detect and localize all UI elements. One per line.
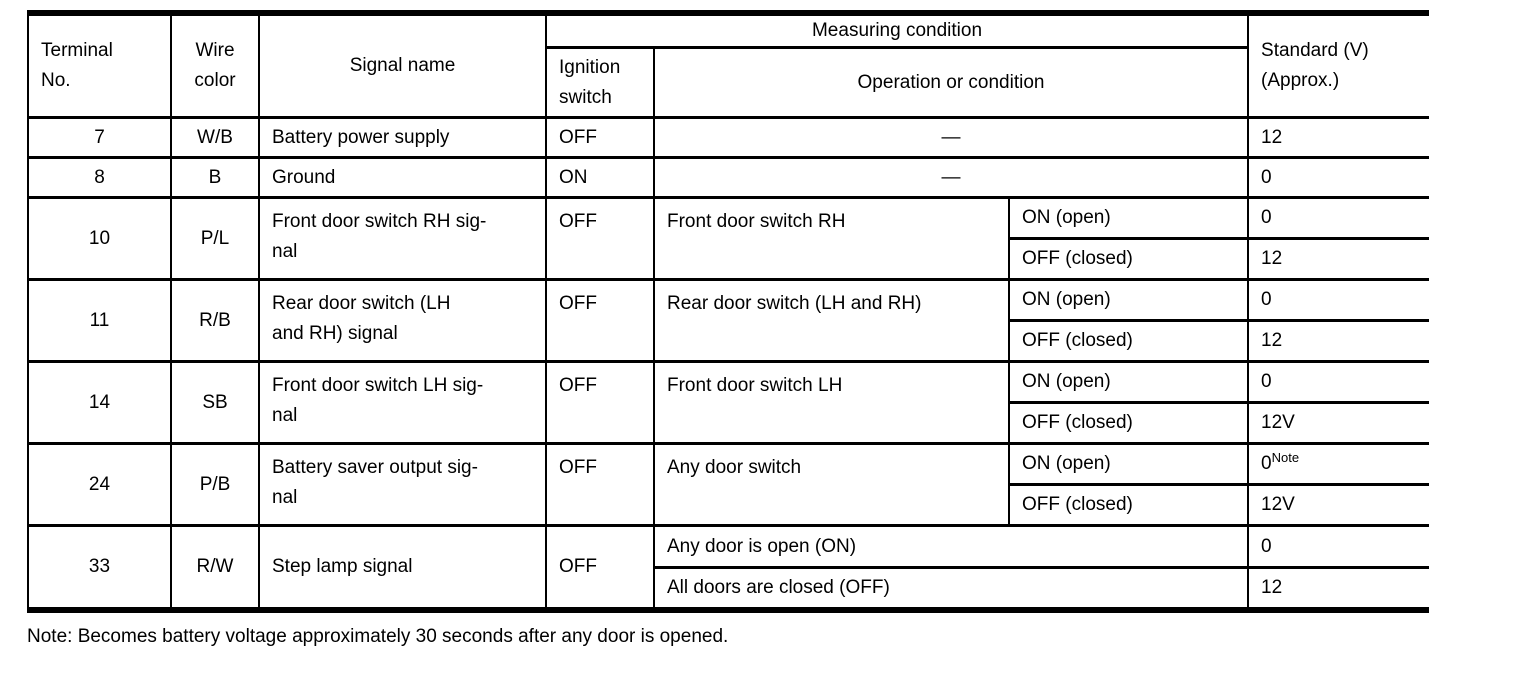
table-row: OFF (closed) 12V bbox=[28, 483, 1430, 527]
terminal-cell: 33 bbox=[27, 524, 172, 611]
condition-cell: ON (open) bbox=[1007, 360, 1250, 404]
ignition-switch-cell: OFF bbox=[545, 360, 655, 445]
condition-cell: OFF (closed) bbox=[1007, 483, 1250, 527]
standard-cell: 12 bbox=[1247, 116, 1430, 159]
table-row: All doors are closed (OFF) 12 bbox=[28, 566, 1430, 611]
standard-cell: 0 bbox=[1247, 196, 1430, 240]
header-row-sub: Ignition switch Operation or condition bbox=[28, 46, 1429, 119]
condition-cell: Any door is open (ON) bbox=[652, 524, 1250, 569]
table-row: 7 W/B Battery power supply OFF — 12 bbox=[27, 116, 1430, 159]
condition-cell: OFF (closed) bbox=[1007, 237, 1250, 281]
condition-cell: ON (open) bbox=[1007, 196, 1250, 240]
standard-cell: 12V bbox=[1247, 401, 1430, 445]
signal-name-cell: Ground bbox=[258, 156, 547, 199]
condition-cell: All doors are closed (OFF) bbox=[652, 566, 1250, 611]
dash-cell: — bbox=[652, 156, 1250, 199]
standard-cell: 12 bbox=[1247, 237, 1430, 281]
header-operation-or-condition: Operation or condition bbox=[652, 46, 1250, 119]
table-row: 24 P/B Battery saver output sig- nal OFF… bbox=[27, 442, 1430, 527]
condition-cell: ON (open) bbox=[1007, 442, 1250, 486]
standard-cell: 12 bbox=[1247, 566, 1430, 611]
terminal-specification-table: Terminal No. Wire color Signal name Meas… bbox=[27, 10, 1430, 613]
standard-cell: 0 bbox=[1247, 156, 1430, 199]
terminal-cell: 10 bbox=[27, 196, 172, 281]
wire-color-cell: SB bbox=[170, 360, 260, 445]
standard-value: 0 bbox=[1261, 453, 1272, 474]
wire-color-cell: P/B bbox=[170, 442, 260, 527]
table-row: 8 B Ground ON — 0 bbox=[27, 156, 1430, 199]
terminal-cell: 8 bbox=[27, 156, 172, 199]
header-row-top: Terminal No. Wire color Signal name Meas… bbox=[27, 11, 1430, 119]
header-signal-name: Signal name bbox=[258, 11, 547, 119]
standard-cell: 12 bbox=[1247, 319, 1430, 363]
page: Terminal No. Wire color Signal name Meas… bbox=[27, 10, 1430, 652]
table-row: 11 R/B Rear door switch (LH and RH) sign… bbox=[27, 278, 1430, 363]
header-ignition-switch: Ignition switch bbox=[545, 46, 655, 119]
ignition-switch-cell: ON bbox=[545, 156, 655, 199]
standard-cell: 0 bbox=[1247, 524, 1430, 569]
signal-name-cell: Rear door switch (LH and RH) signal bbox=[258, 278, 547, 363]
standard-cell: 0Note bbox=[1247, 442, 1430, 486]
table-row: 33 R/W Step lamp signal OFF Any door is … bbox=[27, 524, 1430, 611]
table-row: OFF (closed) 12V bbox=[28, 401, 1430, 445]
operation-cell: Any door switch bbox=[653, 442, 1010, 527]
signal-name-cell: Battery power supply bbox=[258, 116, 547, 159]
operation-cell: Rear door switch (LH and RH) bbox=[653, 278, 1010, 363]
terminal-cell: 11 bbox=[27, 278, 172, 363]
ignition-switch-cell: OFF bbox=[545, 196, 655, 281]
signal-name-cell: Front door switch RH sig- nal bbox=[258, 196, 547, 281]
terminal-cell: 14 bbox=[27, 360, 172, 445]
table-row: OFF (closed) 12 bbox=[28, 319, 1430, 363]
wire-color-cell: R/B bbox=[170, 278, 260, 363]
table-row: 10 P/L Front door switch RH sig- nal OFF… bbox=[27, 196, 1430, 281]
header-terminal-no: Terminal No. bbox=[27, 11, 172, 119]
header-standard-v: Standard (V) (Approx.) bbox=[1247, 11, 1430, 119]
wire-color-cell: R/W bbox=[170, 524, 260, 611]
wire-color-cell: P/L bbox=[170, 196, 260, 281]
condition-cell: OFF (closed) bbox=[1007, 319, 1250, 363]
signal-name-cell: Step lamp signal bbox=[258, 524, 547, 611]
ignition-switch-cell: OFF bbox=[545, 524, 655, 611]
condition-cell: ON (open) bbox=[1007, 278, 1250, 322]
standard-cell: 0 bbox=[1247, 278, 1430, 322]
standard-cell: 0 bbox=[1247, 360, 1430, 404]
wire-color-cell: B bbox=[170, 156, 260, 199]
ignition-switch-cell: OFF bbox=[545, 278, 655, 363]
ignition-switch-cell: OFF bbox=[545, 116, 655, 159]
header-wire-color: Wire color bbox=[170, 11, 260, 119]
table-row: OFF (closed) 12 bbox=[28, 237, 1430, 281]
signal-name-cell: Front door switch LH sig- nal bbox=[258, 360, 547, 445]
ignition-switch-cell: OFF bbox=[545, 442, 655, 527]
note-text: Note: Becomes battery voltage approximat… bbox=[27, 625, 729, 647]
terminal-cell: 24 bbox=[27, 442, 172, 527]
table-row: 14 SB Front door switch LH sig- nal OFF … bbox=[27, 360, 1430, 445]
signal-name-cell: Battery saver output sig- nal bbox=[258, 442, 547, 527]
dash-cell: — bbox=[652, 116, 1250, 159]
operation-cell: Front door switch LH bbox=[653, 360, 1010, 445]
condition-cell: OFF (closed) bbox=[1007, 401, 1250, 445]
note-superscript: Note bbox=[1271, 450, 1300, 465]
header-measuring-condition: Measuring condition bbox=[544, 11, 1250, 49]
operation-cell: Front door switch RH bbox=[653, 196, 1010, 281]
wire-color-cell: W/B bbox=[170, 116, 260, 159]
standard-cell: 12V bbox=[1247, 483, 1430, 527]
terminal-cell: 7 bbox=[27, 116, 172, 159]
